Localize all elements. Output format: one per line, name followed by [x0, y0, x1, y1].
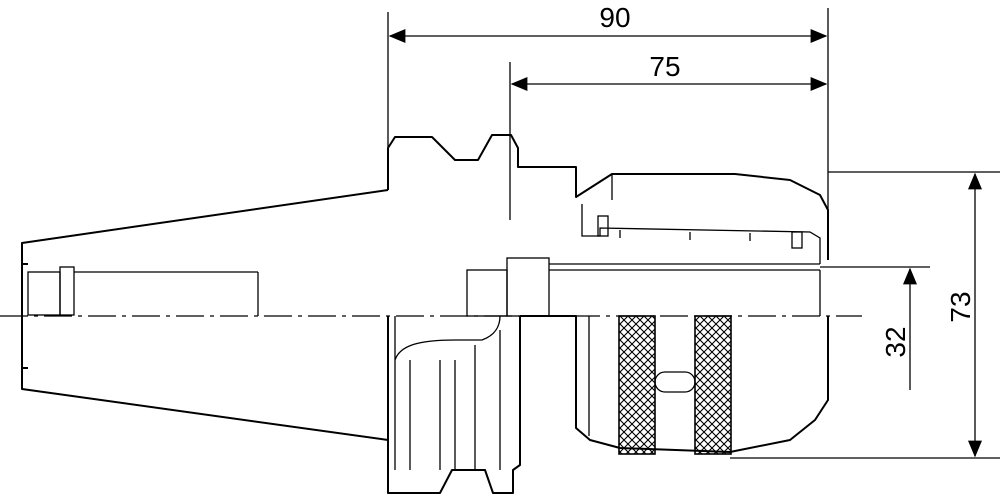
taper-shank [21, 189, 389, 441]
flange-top [387, 134, 829, 264]
dimension-label-overall: 90 [599, 2, 630, 33]
dimension-body-diameter: 73 [730, 171, 1000, 459]
dimension-gauge-length: 75 [509, 51, 828, 135]
dimension-label-bore: 32 [880, 326, 911, 357]
dimension-label-body: 73 [945, 291, 976, 322]
dimension-label-gauge: 75 [649, 51, 680, 82]
flange-bottom [387, 315, 521, 494]
dimension-bore-diameter: 32 [820, 266, 930, 390]
bore [466, 257, 821, 317]
dimension-overall-length: 90 [387, 2, 829, 210]
clamping-nut [520, 315, 829, 455]
